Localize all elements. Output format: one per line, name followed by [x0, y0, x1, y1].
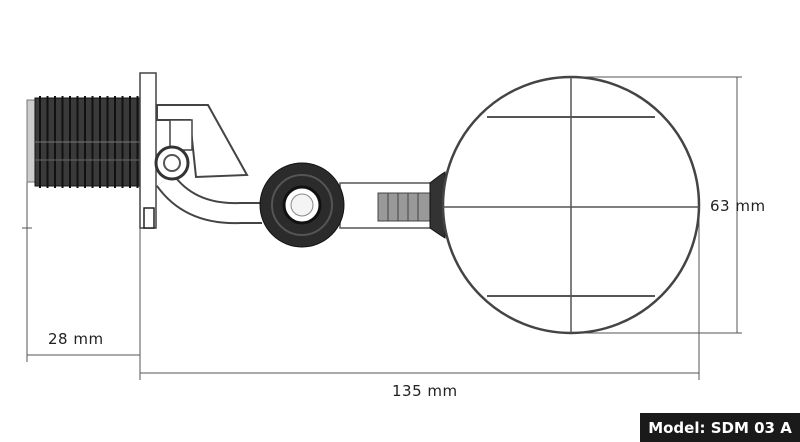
dim-label-135mm: 135 mm: [392, 382, 458, 400]
flange-plate: [139, 72, 157, 229]
dim-label-28mm: 28 mm: [48, 330, 104, 348]
float-ball: [441, 75, 701, 335]
model-badge: Model: SDM 03 A: [640, 413, 800, 442]
dim-label-63mm: 63 mm: [710, 197, 766, 215]
lever-bracket: [156, 104, 249, 179]
threaded-inlet: [26, 96, 142, 188]
